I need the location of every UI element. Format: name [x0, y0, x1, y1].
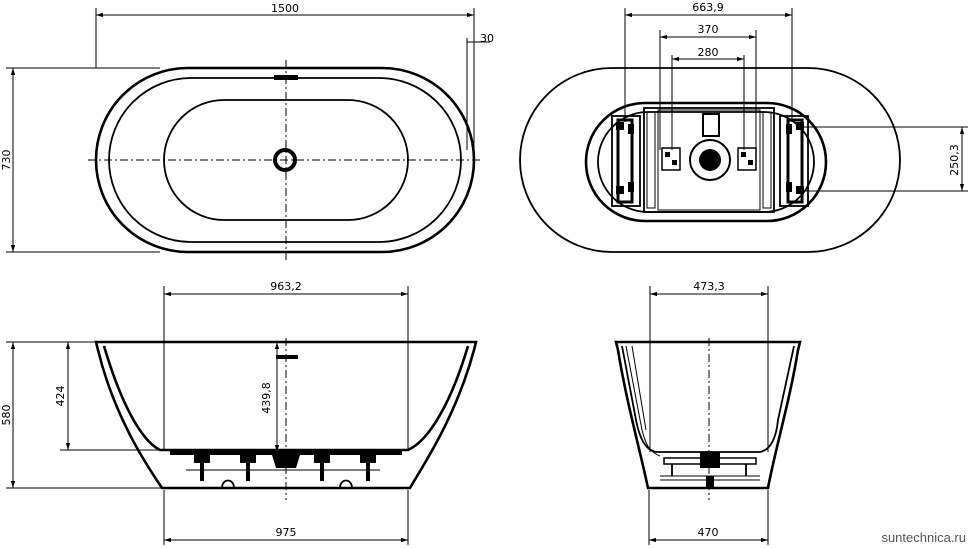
dim-foot-span-outer-label: 663,9 [692, 1, 724, 14]
bottom-view-outer [519, 67, 901, 253]
side-view-outer-shell [614, 340, 802, 490]
dim-drain-height-label: 439,8 [260, 382, 273, 414]
front-view-inner-bowl [102, 345, 470, 452]
dim-inner-depth-label: 424 [54, 386, 67, 407]
bottom-view: 663,9 370 280 250,3 [519, 1, 968, 253]
bottom-view-base-outer [584, 101, 828, 223]
front-view: 963,2 580 424 439,8 975 [0, 280, 478, 545]
top-view-drain-icon [273, 148, 297, 172]
dim-side-base-width-label: 470 [698, 526, 719, 539]
front-view-overflow-icon [276, 355, 298, 359]
top-view-overflow-icon [274, 75, 298, 80]
right-foot-bracket [779, 115, 809, 207]
dim-base-length-label: 975 [276, 526, 297, 539]
side-view-feet [660, 452, 760, 488]
dim-side-top-width-label: 473,3 [693, 280, 725, 293]
dim-foot-span-inner-label: 280 [698, 46, 719, 59]
bottom-view-drain-icon [661, 113, 757, 181]
dim-foot-span-mid-label: 370 [698, 23, 719, 36]
dim-bath-height-label: 580 [0, 405, 13, 426]
watermark: suntechnica.ru [881, 530, 966, 545]
top-view: 1500 30 730 [0, 2, 494, 262]
dim-overflow-offset-label: 30 [480, 32, 494, 45]
dim-foot-depth-label: 250,3 [948, 144, 961, 176]
dim-bowl-length-label: 963,2 [270, 280, 302, 293]
dim-length-label: 1500 [271, 2, 299, 15]
side-view: 473,3 470 [614, 280, 802, 545]
left-foot-bracket [611, 115, 641, 207]
bottom-view-frame [643, 107, 775, 213]
front-view-outer-shell [94, 340, 478, 490]
dim-width-label: 730 [0, 150, 13, 171]
